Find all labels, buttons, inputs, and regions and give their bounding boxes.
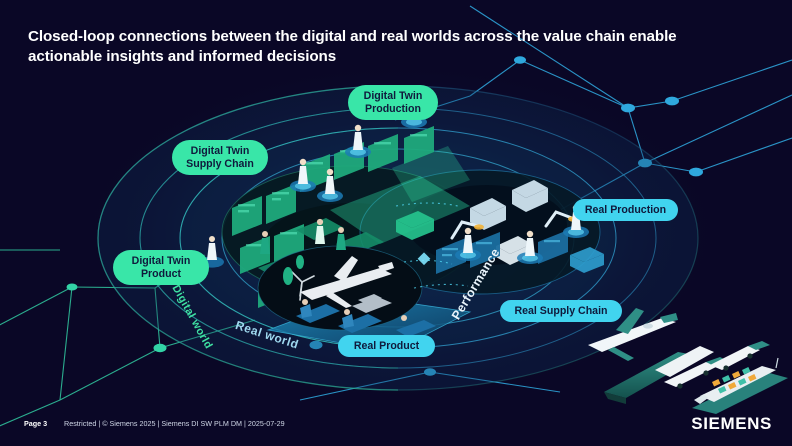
siemens-logo: SIEMENS	[691, 414, 772, 433]
vehicles-group	[588, 308, 788, 414]
slide-title: Closed-loop connections between the digi…	[28, 28, 677, 66]
isometric-illustration	[200, 94, 604, 353]
slide-footer: Page 3 Restricted | © Siemens 2025 | Sie…	[0, 410, 792, 446]
truck-icon-2	[710, 341, 770, 371]
container-ship-icon	[692, 357, 788, 414]
real-machines-cluster	[436, 180, 604, 274]
label-digital-twin-supply-chain[interactable]: Digital Twin Supply Chain	[172, 140, 268, 175]
footer-legal-text: Restricted | © Siemens 2025 | Siemens DI…	[64, 419, 285, 428]
page-number: Page 3	[24, 419, 48, 428]
label-real-supply-chain[interactable]: Real Supply Chain	[500, 300, 622, 322]
label-real-product[interactable]: Real Product	[338, 335, 435, 357]
label-digital-twin-production[interactable]: Digital Twin Production	[348, 85, 438, 120]
label-real-production[interactable]: Real Production	[573, 199, 678, 221]
seated-workers	[296, 299, 436, 337]
network-nodes-green	[66, 283, 167, 353]
airplane-icon	[588, 308, 678, 361]
network-nodes-blue	[309, 56, 703, 376]
vessel-icon	[604, 346, 714, 404]
label-digital-twin-product[interactable]: Digital Twin Product	[113, 250, 209, 285]
product-hub	[257, 245, 423, 331]
